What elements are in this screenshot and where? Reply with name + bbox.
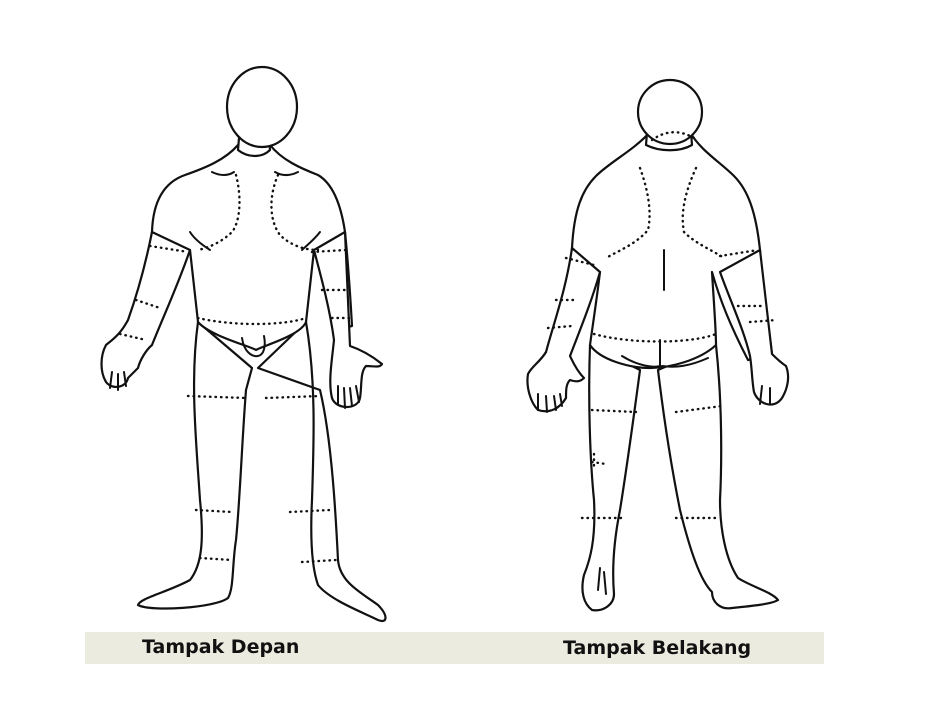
front-right-arm (102, 232, 191, 387)
back-right-arm (720, 250, 788, 405)
front-right-leg (138, 322, 252, 609)
back-view-figure (527, 80, 788, 610)
front-head (227, 67, 297, 147)
front-view-figure (102, 67, 386, 621)
front-view-caption: Tampak Depan (142, 636, 299, 658)
back-torso (548, 132, 772, 368)
back-head (638, 80, 702, 144)
back-left-leg (582, 345, 640, 610)
back-view-caption: Tampak Belakang (563, 637, 751, 659)
